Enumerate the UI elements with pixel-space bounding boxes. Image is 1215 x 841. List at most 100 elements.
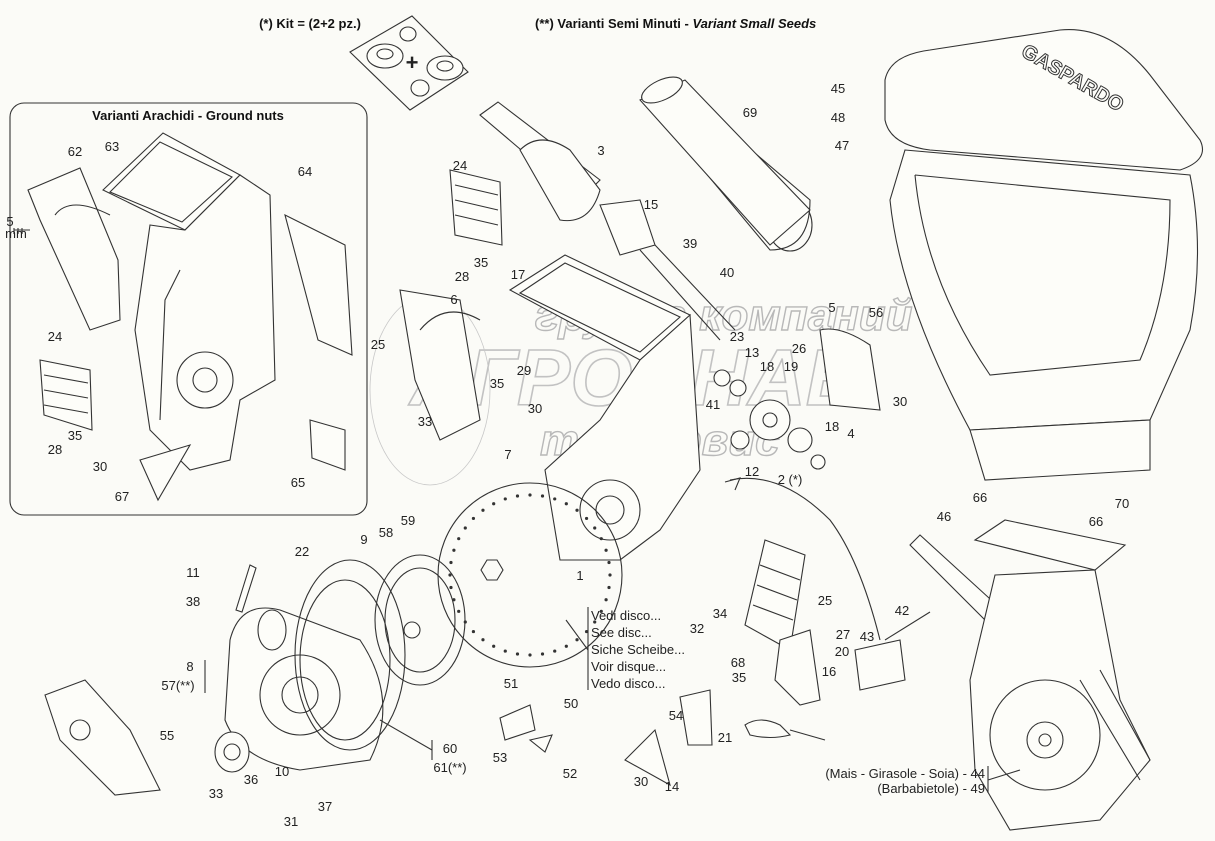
callout-label: 56 — [869, 305, 883, 320]
callout-label: 24 — [453, 158, 467, 173]
callout-label: 23 — [730, 329, 744, 344]
callout-label: 8 — [186, 659, 193, 674]
callout-label: 35 — [474, 255, 488, 270]
callout-label: 10 — [275, 764, 289, 779]
callout-label: 28 — [48, 442, 62, 457]
callout-label: 25 — [371, 337, 385, 352]
callout-label: 69 — [743, 105, 757, 120]
callout-label: 29 — [517, 363, 531, 378]
disc-note-line: See disc... — [591, 625, 652, 640]
callout-label: 20 — [835, 644, 849, 659]
callout-label: 68 — [731, 655, 745, 670]
callout-label: 57(**) — [161, 678, 194, 693]
callout-label: 35 — [68, 428, 82, 443]
disc-note-line: Siche Scheibe... — [591, 642, 685, 657]
callout-label: 50 — [564, 696, 578, 711]
variant-note-44: (Mais - Girasole - Soia) - 44 — [825, 766, 985, 781]
small-seeds-prefix: (**) Varianti Semi Minuti - — [535, 16, 689, 31]
callout-label: 70 — [1115, 496, 1129, 511]
callout-label: 12 — [745, 464, 759, 479]
disc-note-line: Voir disque... — [591, 659, 666, 674]
kit-header: (*) Kit = (2+2 pz.) — [259, 16, 361, 31]
callout-label: 60 — [443, 741, 457, 756]
callout-label: 3 — [597, 143, 604, 158]
callout-label: 64 — [298, 164, 312, 179]
callout-label: 66 — [973, 490, 987, 505]
callout-label: 18 — [760, 359, 774, 374]
callout-label: 38 — [186, 594, 200, 609]
callout-label: 32 — [690, 621, 704, 636]
callout-label: 52 — [563, 766, 577, 781]
disc-note: Vedi disco... See disc... Siche Scheibe.… — [591, 608, 685, 691]
scraper-and-bracket-parts — [499, 539, 931, 787]
callout-label: 34 — [713, 606, 727, 621]
distributor-cover-group — [44, 554, 466, 796]
gear-kit-illustration: + — [349, 15, 469, 111]
callout-label: 24 — [48, 329, 62, 344]
callout-label: 17 — [511, 267, 525, 282]
callout-label: 30 — [93, 459, 107, 474]
variant-note-49: (Barbabietole) - 49 — [877, 781, 985, 796]
callout-label: 18 — [825, 419, 839, 434]
callout-label: 37 — [318, 799, 332, 814]
callout-label: 59 — [401, 513, 415, 528]
small-seeds-header: (**) Varianti Semi Minuti - Variant Smal… — [535, 16, 816, 31]
hopper: GASPARDO — [884, 28, 1204, 481]
callout-label: 35 — [732, 670, 746, 685]
callout-label: 15 — [644, 197, 658, 212]
callout-label: 43 — [860, 629, 874, 644]
callout-label: 53 — [493, 750, 507, 765]
callout-label: 11 — [186, 565, 200, 580]
callout-label: mm — [5, 226, 27, 241]
callout-label: 14 — [665, 779, 679, 794]
callout-label: 4 — [847, 426, 854, 441]
callout-label: 35 — [490, 376, 504, 391]
callout-label: 33 — [209, 786, 223, 801]
callout-label: 67 — [115, 489, 129, 504]
callout-label: 33 — [418, 414, 432, 429]
callout-label: 63 — [105, 139, 119, 154]
callout-label: 19 — [784, 359, 798, 374]
callout-label: 2 (*) — [778, 472, 803, 487]
callout-label: 21 — [718, 730, 732, 745]
callout-label: 48 — [831, 110, 845, 125]
callout-label: 25 — [818, 593, 832, 608]
callout-label: 5 — [6, 214, 13, 229]
callout-label: 36 — [244, 772, 258, 787]
callout-label: 42 — [895, 603, 909, 618]
callout-label: 5 — [828, 300, 835, 315]
callout-label: 22 — [295, 544, 309, 559]
callout-label: 39 — [683, 236, 697, 251]
seed-tube — [639, 76, 811, 246]
callout-label: 28 — [455, 269, 469, 284]
callout-label: 45 — [831, 81, 845, 96]
callout-label: 65 — [291, 475, 305, 490]
callout-label: 30 — [634, 774, 648, 789]
callout-label: 26 — [792, 341, 806, 356]
callout-label: 7 — [504, 447, 511, 462]
callout-label: 16 — [822, 664, 836, 679]
callout-label: 40 — [720, 265, 734, 280]
variant-note-bracket — [987, 766, 1021, 793]
callout-label: 58 — [379, 525, 393, 540]
callout-label: 47 — [835, 138, 849, 153]
variant-unit-44-49 — [909, 519, 1151, 831]
callout-label: 66 — [1089, 514, 1103, 529]
svg-text:+: + — [406, 50, 419, 75]
callout-label: 62 — [68, 144, 82, 159]
disc-note-line: Vedo disco... — [591, 676, 665, 691]
ground-nuts-unit — [13, 132, 353, 502]
callout-label: 55 — [160, 728, 174, 743]
ground-nuts-inset — [9, 102, 368, 516]
ground-nuts-header: Varianti Arachidi - Ground nuts — [92, 108, 284, 123]
callout-label: 30 — [893, 394, 907, 409]
callout-label: 46 — [937, 509, 951, 524]
callout-label: 41 — [706, 397, 720, 412]
callout-label: 6 — [450, 292, 457, 307]
seed-disc — [437, 482, 623, 668]
callout-label: 27 — [836, 627, 850, 642]
small-seeds-italic: Variant Small Seeds — [692, 16, 816, 31]
callout-label: 51 — [504, 676, 518, 691]
